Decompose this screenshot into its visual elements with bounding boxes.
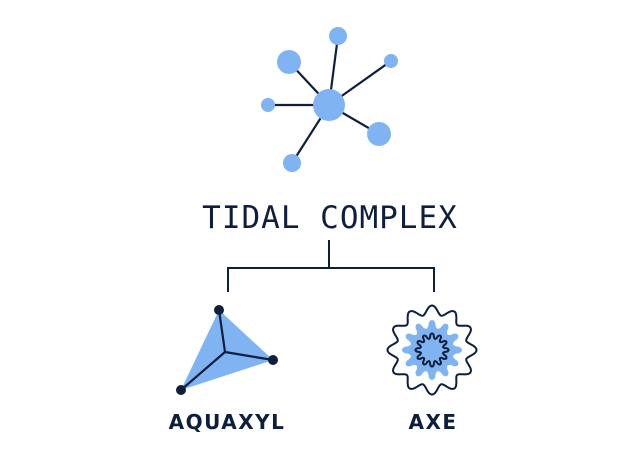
child-label-aquaxyl: AQUAXYL: [169, 410, 286, 434]
child-label-axe: AXE: [408, 410, 457, 434]
tetrahedron-icon: [176, 305, 278, 395]
title: TIDAL COMPLEX: [202, 200, 458, 236]
wavy-burst-icon: [386, 304, 478, 396]
network-icon: [261, 27, 398, 172]
tree-connector: [227, 240, 435, 292]
